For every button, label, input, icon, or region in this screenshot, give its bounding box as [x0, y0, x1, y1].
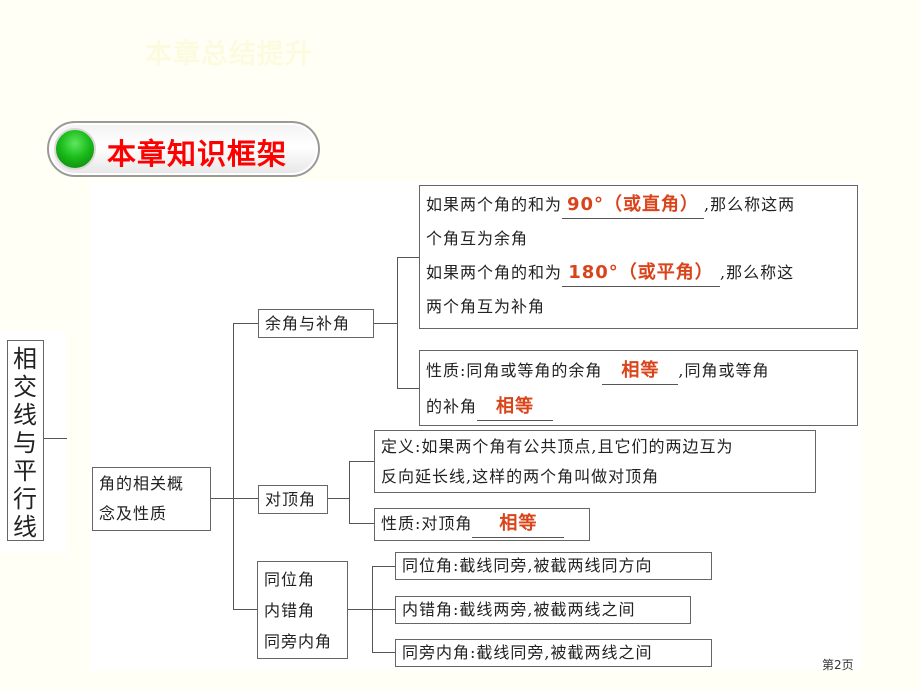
connector-trunk — [233, 323, 234, 610]
level1-node: 角的相关概 念及性质 — [92, 467, 211, 531]
answer-blank: 相等 — [477, 394, 554, 421]
text-line: 定义:如果两个角有公共顶点,且它们的两边互为 — [381, 437, 734, 456]
green-bullet-icon — [54, 128, 96, 170]
level1-line1: 角的相关概 — [99, 474, 185, 493]
node-transversal-angles: 同位角 内错角 同旁内角 — [257, 561, 348, 659]
answer-blank: 180°（或平角） — [562, 260, 721, 287]
complementary-property-box: 性质:同角或等角的余角相等,同角或等角 的补角相等 — [419, 350, 858, 426]
label-corresponding: 同位角 — [264, 570, 316, 589]
text-line: 的补角相等 — [426, 389, 851, 425]
connector-line — [328, 498, 349, 499]
connector-line — [233, 323, 258, 324]
connector-line — [397, 388, 419, 389]
connector-line — [372, 566, 395, 567]
vertical-property-box: 性质:对顶角相等 — [374, 508, 590, 541]
connector-line — [349, 461, 374, 462]
answer-blank: 90°（或直角） — [562, 192, 705, 219]
text-line: 性质:同角或等角的余角相等,同角或等角 — [426, 353, 851, 389]
corresponding-angles-box: 同位角:截线同旁,被截两线同方向 — [395, 552, 712, 580]
label-same-side-interior: 同旁内角 — [264, 632, 333, 651]
node-complementary: 余角与补角 — [258, 309, 374, 338]
section-header-pill: 本章知识框架 — [47, 121, 320, 177]
node-vertical-angles: 对顶角 — [258, 485, 328, 514]
text-line: 个角互为余角 — [426, 229, 529, 248]
answer-blank: 相等 — [472, 511, 565, 538]
root-node: 相交线与平行线 — [7, 340, 44, 541]
connector-line — [44, 438, 67, 439]
connector-branch — [349, 461, 350, 524]
connector-line — [348, 609, 395, 610]
connector-line — [233, 609, 257, 610]
connector-line — [372, 652, 395, 653]
connector-branch — [372, 566, 373, 653]
section-label: 本章知识框架 — [107, 137, 288, 171]
connector-line — [349, 523, 374, 524]
alternate-interior-angles-box: 内错角:截线两旁,被截两线之间 — [395, 596, 691, 624]
page-number: 第2页 — [822, 658, 854, 672]
same-side-interior-angles-box: 同旁内角:截线同旁,被截两线之间 — [395, 639, 712, 667]
answer-blank: 相等 — [602, 358, 679, 385]
connector-branch — [397, 257, 398, 389]
text-line: 反向延长线,这样的两个角叫做对顶角 — [381, 467, 660, 486]
level1-line2: 念及性质 — [99, 504, 168, 523]
watermark-title: 本章总结提升 — [145, 39, 313, 70]
label-alternate-interior: 内错角 — [264, 601, 316, 620]
connector-line — [211, 498, 258, 499]
connector-line — [397, 257, 419, 258]
connector-line — [374, 323, 398, 324]
vertical-definition-box: 定义:如果两个角有公共顶点,且它们的两边互为 反向延长线,这样的两个角叫做对顶角 — [374, 430, 816, 493]
text-line: 两个角互为补角 — [426, 297, 546, 316]
